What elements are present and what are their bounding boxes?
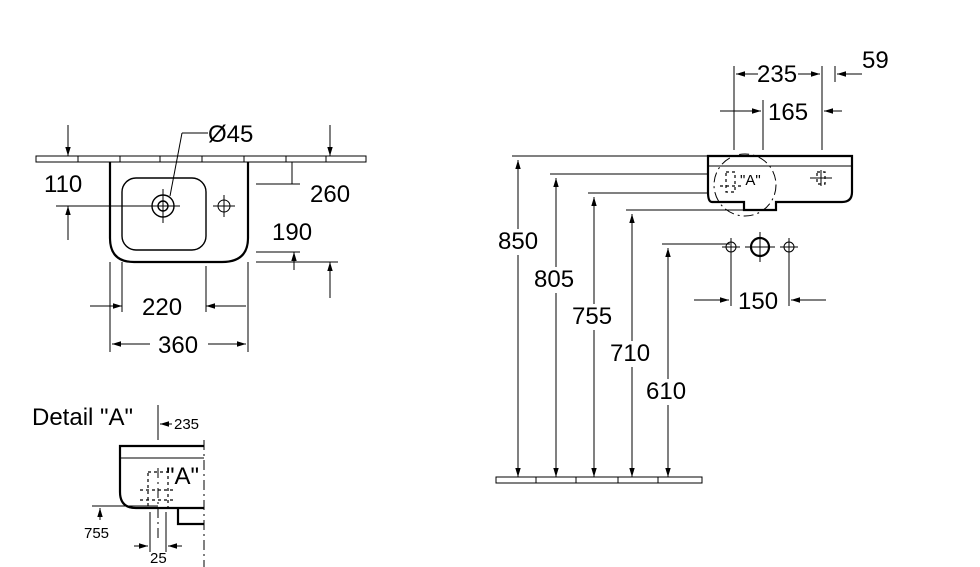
detail-dim-235: 235 — [174, 416, 199, 433]
overflow-hole — [213, 195, 235, 217]
basin-side-profile — [706, 154, 854, 212]
dim-235: 235 — [757, 61, 797, 88]
dim-220: 220 — [142, 294, 182, 321]
dim-110: 110 — [44, 171, 82, 198]
floor-strip — [495, 476, 703, 484]
detail-circle — [713, 153, 777, 217]
detail-a: Detail "A" 235 "A" 755 25 — [32, 404, 205, 567]
dim-710: 710 — [610, 340, 650, 367]
basin-bowl — [121, 177, 207, 251]
dim-360: 360 — [158, 332, 198, 359]
basin-outline — [108, 162, 250, 264]
wall-strip-top — [35, 155, 367, 163]
top-view: Ø45 110 260 190 220 360 — [35, 121, 367, 359]
dim-150: 150 — [738, 288, 778, 315]
detail-dim-25: 25 — [150, 550, 167, 567]
dim-59: 59 — [862, 47, 889, 74]
detail-title: Detail "A" — [32, 404, 133, 431]
detail-siphon — [140, 468, 176, 540]
detail-basin-profile — [118, 444, 204, 510]
detail-dim-755: 755 — [84, 525, 109, 542]
dim-190: 190 — [272, 219, 312, 246]
dim-805: 805 — [534, 266, 574, 293]
dim-hole-diameter: Ø45 — [208, 121, 253, 148]
dim-260: 260 — [310, 181, 350, 208]
dim-610: 610 — [646, 378, 686, 405]
dim-755: 755 — [572, 303, 612, 330]
dim-850: 850 — [498, 228, 538, 255]
tap-hole — [146, 189, 180, 223]
dim-165: 165 — [768, 99, 808, 126]
wall-connections — [722, 232, 798, 262]
detail-a-marker: "A" — [740, 172, 761, 189]
side-tap-symbol — [810, 170, 832, 186]
side-view: "A" 235 59 165 — [495, 47, 889, 484]
detail-marker-a: "A" — [166, 463, 199, 490]
